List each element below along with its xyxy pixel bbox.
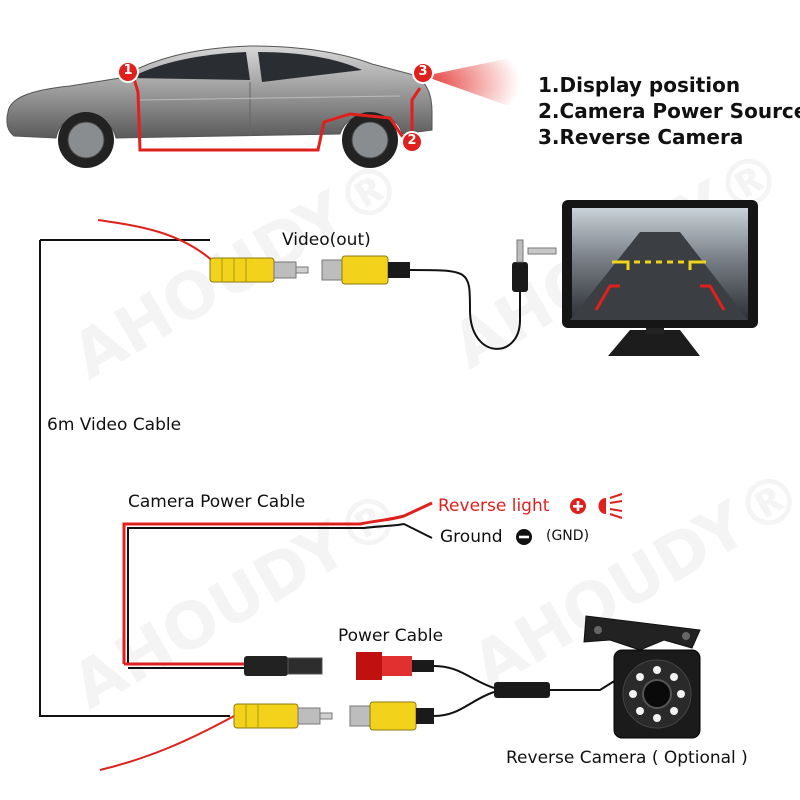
rca-male-top: [209, 257, 309, 283]
reverse-light-label: Reverse light: [438, 496, 550, 516]
dc-power-socket: [356, 652, 495, 689]
rca-male-bottom: [233, 703, 333, 729]
dc-power-plug: [244, 656, 323, 676]
power-cable-label: Power Cable: [338, 626, 444, 646]
gnd-label: (GND): [546, 528, 590, 544]
camera-power-cable-label: Camera Power Cable: [128, 492, 306, 512]
legend-item-power-source: 2.Camera Power Source: [538, 99, 800, 123]
video-cable: [39, 219, 235, 771]
rca-female-top: [321, 239, 557, 350]
marker-3: [412, 62, 434, 84]
marker-2-label: 2: [407, 133, 417, 148]
video-cable-label: 6m Video Cable: [47, 415, 182, 435]
marker-1: [117, 61, 139, 83]
camera-power-cable: [122, 501, 433, 669]
rca-female-bottom: [349, 691, 495, 731]
marker-1-label: 1: [123, 63, 133, 78]
reverse-camera-label: Reverse Camera ( Optional ): [506, 748, 748, 768]
video-out-label: Video(out): [282, 230, 371, 250]
plus-circle-icon: [570, 498, 586, 514]
ground-label: Ground: [440, 527, 503, 547]
minus-circle-icon: [516, 529, 532, 545]
reverse-light-icon: [598, 493, 623, 519]
legend-item-reverse-camera: 3.Reverse Camera: [538, 125, 744, 149]
car-illustration: [6, 45, 520, 168]
display-monitor: [562, 200, 758, 356]
position-legend: 1.Display position 2.Camera Power Source…: [538, 72, 800, 150]
reverse-camera: [583, 615, 701, 739]
marker-2: [401, 131, 423, 153]
marker-3-label: 3: [418, 64, 428, 79]
cable-junction: [494, 679, 617, 698]
legend-item-display: 1.Display position: [538, 73, 741, 97]
